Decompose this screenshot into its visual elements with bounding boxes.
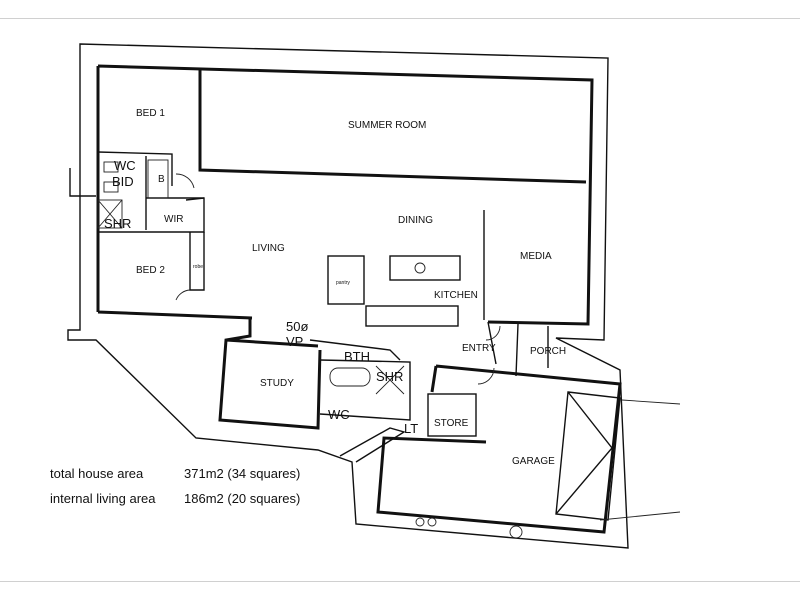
room-label-kitchen: KITCHEN bbox=[434, 290, 478, 301]
bath-tub-icon bbox=[329, 367, 371, 387]
ensuite-walls bbox=[97, 151, 205, 233]
room-label-store: STORE bbox=[434, 418, 469, 429]
room-label-porch: PORCH bbox=[530, 346, 566, 357]
entry-walls bbox=[487, 321, 549, 377]
leader-line bbox=[599, 399, 681, 521]
bottom-frame-line bbox=[0, 581, 800, 582]
room-label-shr-lower: SHR bbox=[376, 369, 403, 384]
tap-icon bbox=[415, 517, 425, 527]
kitchen-island bbox=[389, 255, 461, 281]
room-label-wir: WIR bbox=[164, 214, 183, 225]
room-label-shr: SHR bbox=[104, 216, 131, 231]
store-walls bbox=[427, 393, 477, 437]
room-label-wc-lower: WC bbox=[328, 407, 350, 422]
ensuite-pipe bbox=[69, 168, 96, 197]
bidet-icon bbox=[103, 181, 119, 193]
room-label-media: MEDIA bbox=[520, 251, 552, 262]
pantry-box bbox=[327, 255, 365, 305]
room-label-study: STUDY bbox=[260, 378, 294, 389]
drain-line bbox=[339, 427, 406, 463]
bathroom-walls bbox=[319, 359, 411, 421]
room-label-bid: BID bbox=[112, 174, 134, 189]
area-value: 371m2 (34 squares) bbox=[184, 466, 301, 481]
bath-shower-icon bbox=[375, 365, 405, 395]
room-label-b: B bbox=[158, 174, 165, 185]
door-swing-icon bbox=[175, 289, 191, 301]
main-house-walls bbox=[96, 64, 594, 326]
study-wing-walls bbox=[218, 318, 322, 430]
room-label-summer-room: SUMMER ROOM bbox=[348, 120, 426, 131]
room-label-bed1: BED 1 bbox=[136, 108, 165, 119]
area-value: 186m2 (20 squares) bbox=[184, 491, 301, 506]
outer-eave-outline bbox=[67, 43, 629, 549]
door-swing-icon bbox=[485, 325, 501, 341]
room-label-entry: ENTRY bbox=[462, 343, 496, 354]
vp-pipe-line bbox=[309, 339, 401, 361]
room-label-garage: GARAGE bbox=[512, 456, 555, 467]
top-frame-line bbox=[0, 18, 800, 19]
basin-icon bbox=[147, 159, 169, 199]
meter-icon bbox=[509, 525, 523, 539]
room-label-dining: DINING bbox=[398, 215, 433, 226]
shower-icon bbox=[97, 199, 123, 229]
garage-door-icon bbox=[555, 391, 621, 521]
garage-walls bbox=[376, 364, 622, 534]
room-label-bed2: BED 2 bbox=[136, 265, 165, 276]
door-swing-icon bbox=[477, 367, 495, 385]
room-label-bth: BTH bbox=[344, 349, 370, 364]
wir-walls bbox=[146, 197, 205, 291]
tap-icon bbox=[427, 517, 437, 527]
room-label-wc: WC bbox=[114, 158, 136, 173]
pipe-annotation: 50ø bbox=[286, 319, 308, 334]
room-label-robe: robe bbox=[193, 264, 203, 270]
kitchen-bench bbox=[365, 305, 459, 327]
shower-cross-icon bbox=[97, 199, 123, 229]
door-swing-icon bbox=[175, 173, 195, 189]
summer-room-wall bbox=[198, 70, 587, 184]
room-label-lt: LT bbox=[404, 421, 418, 436]
room-label-pantry: pantry bbox=[336, 280, 350, 286]
room-label-living: LIVING bbox=[252, 243, 285, 254]
toilet-icon bbox=[103, 161, 119, 173]
vp-annotation: VP bbox=[286, 334, 303, 349]
sink-icon bbox=[414, 262, 426, 274]
area-label: total house area bbox=[50, 466, 144, 481]
area-label: internal living area bbox=[50, 491, 156, 506]
